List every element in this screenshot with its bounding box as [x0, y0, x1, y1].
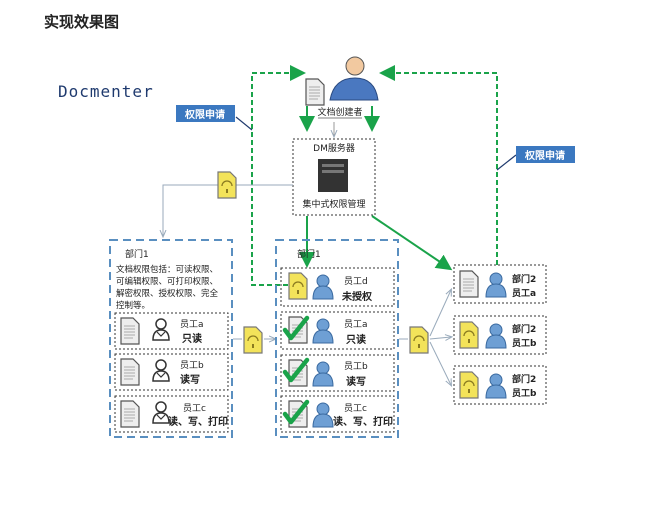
employee-row: 部门2 员工b	[453, 315, 547, 355]
svg-text:员工a: 员工a	[180, 319, 204, 330]
svg-text:读写: 读写	[346, 375, 366, 388]
employee-row: 员工d 未授权	[280, 267, 395, 307]
svg-text:DM服务器: DM服务器	[313, 142, 355, 154]
svg-text:员工b: 员工b	[512, 388, 537, 399]
locked-document-icon	[409, 326, 429, 354]
employee-row: 员工b 读写	[280, 354, 395, 392]
creator-person-icon	[345, 56, 365, 76]
svg-text:部门1: 部门1	[297, 248, 321, 260]
brand-logo: Docmenter	[58, 82, 154, 101]
svg-text:员工b: 员工b	[180, 360, 204, 371]
svg-text:员工b: 员工b	[512, 338, 537, 349]
svg-text:只读: 只读	[182, 332, 202, 345]
svg-text:员工c: 员工c	[344, 403, 367, 414]
svg-text:权限申请: 权限申请	[524, 149, 565, 162]
employee-row: 员工a 只读	[280, 311, 395, 350]
employee-row: 员工b 读写	[114, 353, 229, 391]
svg-text:只读: 只读	[346, 333, 366, 346]
right-department: 部门2 员工a 部门2 员工b 部门2 员工b	[453, 264, 547, 405]
left-department: 部门1 文档权限包括：可读权限、 可编辑权限、可打印权限、 解密权限、授权权限、…	[109, 239, 233, 438]
svg-text:读、写、打印: 读、写、打印	[333, 415, 393, 428]
request-line-right	[379, 65, 498, 265]
document-creator: 文档创建者	[305, 56, 379, 119]
svg-text:员工a: 员工a	[512, 288, 536, 299]
employee-row: 员工a 只读	[114, 312, 229, 350]
svg-text:部门2: 部门2	[512, 273, 536, 285]
svg-text:集中式权限管理: 集中式权限管理	[302, 198, 365, 210]
svg-text:读、写、打印: 读、写、打印	[168, 415, 228, 428]
server-icon	[318, 159, 348, 192]
request-label-left: 权限申请	[176, 105, 235, 122]
svg-text:读写: 读写	[180, 373, 200, 386]
svg-text:员工c: 员工c	[183, 403, 206, 414]
employee-row: 部门2 员工b	[453, 365, 547, 405]
svg-text:未授权: 未授权	[341, 290, 373, 303]
page-title: 实现效果图	[44, 13, 119, 31]
svg-text:解密权限、授权权限、完全: 解密权限、授权权限、完全	[116, 288, 219, 299]
svg-text:员工b: 员工b	[344, 361, 368, 372]
svg-text:员工d: 员工d	[344, 276, 368, 287]
svg-text:部门1: 部门1	[125, 248, 149, 260]
locked-document-icon	[243, 326, 263, 354]
svg-text:部门2: 部门2	[512, 323, 536, 335]
svg-text:文档创建者: 文档创建者	[317, 106, 362, 118]
locked-document-icon	[217, 171, 237, 199]
svg-text:员工a: 员工a	[344, 319, 368, 330]
dm-server: DM服务器 集中式权限管理	[292, 138, 376, 216]
svg-text:控制等。: 控制等。	[116, 300, 150, 311]
svg-text:文档权限包括：可读权限、: 文档权限包括：可读权限、	[116, 264, 218, 275]
svg-text:权限申请: 权限申请	[184, 108, 225, 121]
svg-text:部门2: 部门2	[512, 373, 536, 385]
request-label-right: 权限申请	[516, 146, 575, 163]
request-line-left	[251, 65, 306, 286]
employee-row: 部门2 员工a	[453, 264, 547, 304]
svg-text:可编辑权限、可打印权限、: 可编辑权限、可打印权限、	[116, 276, 218, 287]
